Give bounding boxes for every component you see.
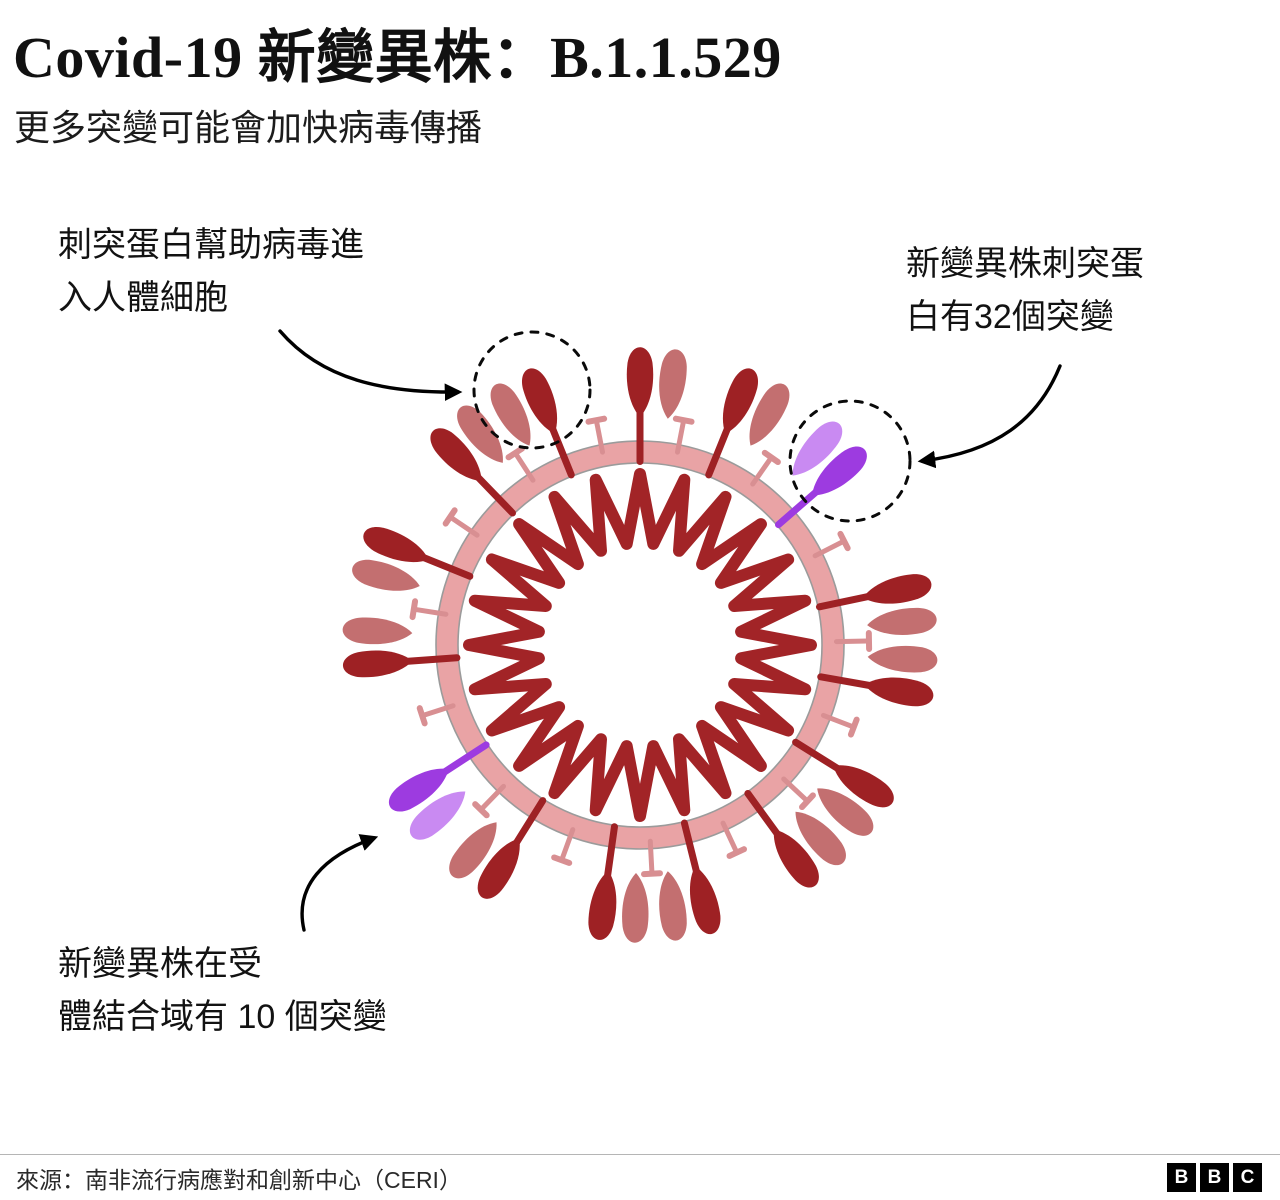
bbc-logo-letter: C — [1233, 1163, 1262, 1192]
arrow-to-spike-icon — [278, 329, 463, 402]
arrow-to-mutated-spike-icon — [917, 364, 1062, 469]
annotation-line-1: 刺突蛋白幫助病毒進 — [58, 226, 364, 264]
virus-rna-coil — [463, 468, 817, 822]
annotation-receptor-binding: 新變異株在受 體結合域有 10 個突變 — [58, 938, 387, 1044]
page-title: Covid-19 新變異株：B.1.1.529 — [13, 25, 782, 90]
annotation-line-2: 白有32個突變 — [906, 298, 1114, 336]
annotation-line-1: 新變異株刺突蛋 — [906, 245, 1144, 283]
annotation-line-2: 入人體細胞 — [58, 279, 228, 317]
bbc-logo-letter: B — [1167, 1163, 1196, 1192]
page-subtitle: 更多突變可能會加快病毒傳播 — [14, 107, 483, 148]
annotation-arrows — [278, 329, 1062, 932]
spike-layer — [341, 347, 939, 943]
spike-protein — [742, 788, 853, 894]
bbc-logo: B B C — [1167, 1163, 1262, 1192]
source-text: 來源：南非流行病應對和創新中心（CERI） — [16, 1166, 462, 1193]
arrow-to-receptor-spike-icon — [300, 834, 379, 932]
highlight-circle-spike-protein — [472, 330, 592, 450]
highlight-circle-mutated-spike — [788, 399, 912, 523]
bbc-logo-letter: B — [1200, 1163, 1229, 1192]
annotation-line-2: 體結合域有 10 個突變 — [58, 998, 387, 1036]
annotation-spike-protein: 刺突蛋白幫助病毒進 入人體細胞 — [58, 219, 364, 325]
annotation-line-1: 新變異株在受 — [58, 945, 262, 983]
annotation-variant-spike: 新變異株刺突蛋 白有32個突變 — [906, 238, 1144, 344]
spike-protein — [423, 399, 518, 518]
footer: 來源：南非流行病應對和創新中心（CERI） B B C — [0, 1154, 1280, 1200]
